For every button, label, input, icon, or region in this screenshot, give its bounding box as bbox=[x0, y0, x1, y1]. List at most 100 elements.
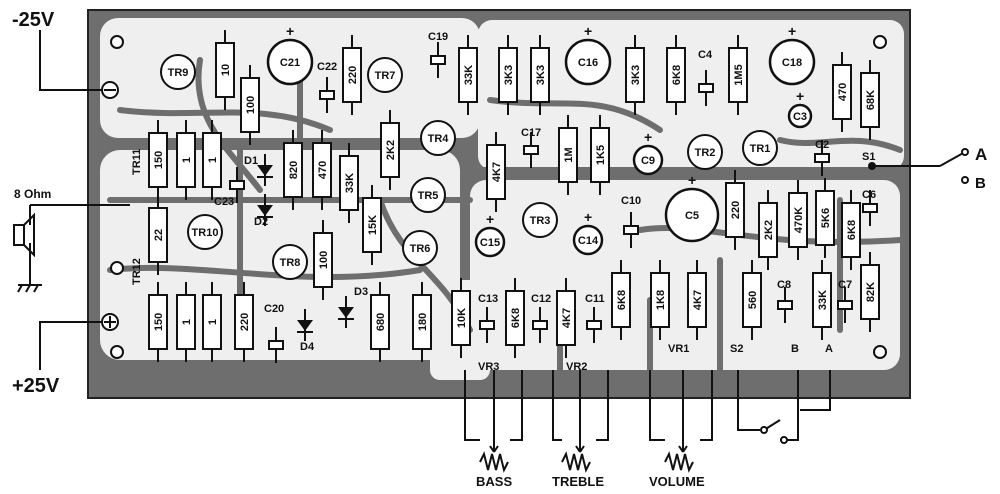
transistor-label: TR8 bbox=[280, 257, 301, 269]
capacitor-label: C13 bbox=[478, 293, 498, 305]
resistor: 33K bbox=[458, 35, 478, 115]
resistor-value: 100 bbox=[318, 251, 330, 269]
resistor-value: 6K8 bbox=[846, 220, 858, 240]
capacitor-label: C17 bbox=[521, 127, 541, 139]
resistor-value: 560 bbox=[747, 291, 759, 309]
s1-label: S1 bbox=[862, 151, 875, 163]
resistor: 150 bbox=[148, 120, 168, 200]
resistor: 2K2 bbox=[758, 190, 778, 270]
polarity-mark: + bbox=[286, 23, 294, 39]
transistor-label: TR9 bbox=[168, 67, 189, 79]
capacitor: +C14 bbox=[572, 209, 604, 256]
resistor-value: 33K bbox=[463, 65, 475, 85]
diode-label: D1 bbox=[244, 155, 258, 167]
resistor-value: 680 bbox=[375, 313, 387, 331]
capacitor: +C18 bbox=[768, 23, 816, 86]
resistor: 6K8 bbox=[841, 190, 861, 270]
resistor-value: 4K7 bbox=[491, 162, 503, 182]
transistor-label: TR10 bbox=[192, 227, 219, 239]
resistor-value: 220 bbox=[730, 201, 742, 219]
diode-label: D4 bbox=[300, 341, 315, 353]
resistor-value: 1M bbox=[563, 147, 575, 162]
capacitor-label: C12 bbox=[531, 293, 551, 305]
resistor: 1 bbox=[202, 120, 222, 200]
capacitor-label: C19 bbox=[428, 31, 448, 43]
resistor: 6K8 bbox=[666, 35, 686, 115]
bass-label: BASS bbox=[476, 474, 512, 489]
resistor: 470 bbox=[832, 52, 852, 132]
resistor: 82K bbox=[860, 252, 880, 332]
resistor-value: 68K bbox=[865, 90, 877, 110]
capacitor-label: C20 bbox=[264, 303, 284, 315]
diode-label: D2 bbox=[254, 216, 268, 228]
pos-supply-label: +25V bbox=[12, 375, 60, 397]
transistor: TR4 bbox=[420, 120, 456, 156]
resistor: 150 bbox=[148, 282, 168, 362]
transistor: TR5 bbox=[410, 177, 446, 213]
pad-b-label: B bbox=[791, 343, 799, 355]
resistor-value: 220 bbox=[239, 313, 251, 331]
polarity-mark: + bbox=[644, 129, 652, 145]
resistor: 470 bbox=[312, 130, 332, 210]
resistor: 1M bbox=[558, 115, 578, 195]
resistor: 6K8 bbox=[611, 260, 631, 340]
diode: D1 bbox=[244, 154, 273, 186]
switch-b-label: B bbox=[975, 175, 986, 192]
resistor: 6K8 bbox=[505, 278, 525, 358]
polarity-mark: + bbox=[486, 211, 494, 227]
potentiometers bbox=[479, 445, 694, 473]
diode-label: D3 bbox=[354, 286, 368, 298]
resistor: 4K7 bbox=[486, 132, 506, 212]
resistor: 1K5 bbox=[590, 115, 610, 195]
resistor: 1 bbox=[176, 120, 196, 200]
capacitor: + C9 bbox=[632, 129, 664, 176]
resistor-value: 150 bbox=[153, 151, 165, 169]
capacitor: +C16 bbox=[564, 23, 612, 86]
resistor: 1 bbox=[176, 282, 196, 362]
capacitor-label: C11 bbox=[585, 293, 605, 305]
resistor: 2K2 bbox=[380, 110, 400, 190]
resistor-value: 1 bbox=[181, 157, 193, 163]
polarity-mark: + bbox=[688, 172, 696, 188]
resistor-value: 470K bbox=[793, 207, 805, 233]
volume-label: VOLUME bbox=[649, 474, 705, 489]
resistor: 220 bbox=[342, 35, 362, 115]
resistor-value: 22 bbox=[153, 229, 165, 241]
capacitor: C22 bbox=[317, 61, 337, 113]
transistor: TR8 bbox=[272, 244, 308, 280]
resistor-value: 6K8 bbox=[616, 290, 628, 310]
resistor: 680 bbox=[370, 282, 390, 362]
resistor: 560 bbox=[742, 260, 762, 340]
transistor: TR1 bbox=[742, 130, 778, 166]
polarity-mark: + bbox=[788, 23, 796, 39]
transistor: TR10 bbox=[187, 214, 223, 250]
transistor-label: TR1 bbox=[750, 143, 771, 155]
s2-label: S2 bbox=[730, 343, 743, 355]
speaker-label: 8 Ohm bbox=[14, 187, 51, 201]
capacitor: C19 bbox=[428, 31, 448, 78]
transistor: TR2 bbox=[687, 134, 723, 170]
resistor: 3K3 bbox=[498, 35, 518, 115]
resistor-value: 1K8 bbox=[655, 290, 667, 310]
capacitor-label: C22 bbox=[317, 61, 337, 73]
capacitor-label: C8 bbox=[777, 279, 791, 291]
resistor: 1 bbox=[202, 282, 222, 362]
resistor: 1M5 bbox=[728, 35, 748, 115]
resistor: 10 bbox=[215, 30, 235, 110]
resistor-value: 2K2 bbox=[385, 140, 397, 160]
diode: D3 bbox=[338, 286, 368, 328]
capacitor-label: C14 bbox=[578, 235, 599, 247]
capacitor-label: C23 bbox=[214, 196, 234, 208]
capacitor-label: C10 bbox=[621, 195, 641, 207]
resistor: 68K bbox=[860, 60, 880, 140]
resistor: 220 bbox=[725, 170, 745, 250]
resistor-value: 150 bbox=[153, 313, 165, 331]
capacitor: C4 bbox=[698, 49, 714, 106]
resistor-value: 3K3 bbox=[535, 65, 547, 85]
resistor-value: 820 bbox=[288, 161, 300, 179]
capacitor-label: C9 bbox=[641, 155, 655, 167]
capacitor: C17 bbox=[521, 127, 541, 168]
resistor: 4K7 bbox=[687, 260, 707, 340]
resistor-value: 10 bbox=[220, 64, 232, 76]
resistor: 10K bbox=[451, 278, 471, 358]
